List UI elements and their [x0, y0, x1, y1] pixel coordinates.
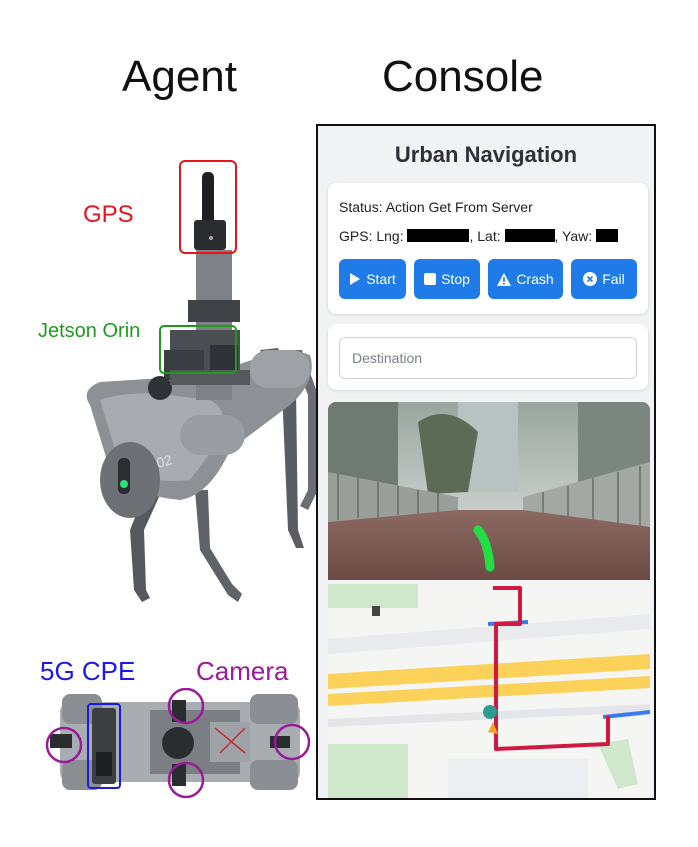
heading-arrow — [602, 710, 650, 719]
jetson-orin-label: Jetson Orin — [38, 320, 141, 342]
status-card: Status: Action Get From Server GPS: Lng:… — [328, 183, 648, 314]
yaw-label: , Yaw: — [554, 228, 593, 244]
gps-prefix: GPS: Lng: — [339, 228, 404, 244]
planned-path-overlay — [473, 525, 495, 572]
camera-highlight-circle — [167, 688, 205, 725]
start-label: Start — [366, 271, 396, 287]
camera-label: Camera — [196, 656, 289, 686]
robot-leg — [290, 350, 318, 510]
5g-cpe-highlight-box — [87, 703, 121, 789]
camera-highlight-circle — [45, 726, 83, 764]
fail-button[interactable]: Fail — [571, 259, 637, 299]
robot-leg-joint — [180, 415, 245, 455]
redacted-latitude — [504, 229, 555, 242]
warning-icon — [497, 272, 512, 286]
gps-highlight-box — [179, 160, 237, 254]
robot-number: 02 — [155, 451, 174, 471]
5g-cpe-label: 5G CPE — [40, 656, 136, 686]
gps-label: GPS — [83, 201, 134, 228]
close-circle-icon — [583, 272, 598, 286]
camera-highlight-circle — [167, 761, 205, 799]
gps-antenna — [202, 172, 214, 227]
map-view — [328, 584, 650, 798]
destination-card — [328, 324, 648, 390]
lat-label: , Lat: — [469, 228, 501, 244]
robot-leg — [195, 490, 242, 602]
camera-feed — [328, 402, 650, 580]
robot-dog-image: 02 — [86, 160, 318, 602]
robot-position-marker — [483, 705, 497, 719]
gps-readout: GPS: Lng: , Lat: , Yaw: — [339, 228, 619, 244]
navigation-route — [493, 586, 610, 751]
start-button[interactable]: Start — [339, 259, 406, 299]
fail-label: Fail — [602, 271, 625, 287]
robot-top-view — [45, 688, 311, 799]
app-title: Urban Navigation — [394, 142, 578, 167]
crash-button[interactable]: Crash — [488, 259, 563, 299]
play-icon — [350, 273, 361, 285]
crash-label: Crash — [516, 271, 554, 287]
stop-label: Stop — [441, 271, 470, 287]
robot-leg-joint — [250, 350, 310, 388]
agent-heading: Agent — [122, 52, 237, 101]
status-led — [120, 480, 128, 488]
stop-button[interactable]: Stop — [414, 259, 480, 299]
redacted-yaw — [596, 229, 619, 242]
jetson-highlight-box — [159, 325, 237, 374]
console-heading: Console — [382, 52, 544, 101]
stop-icon — [424, 273, 437, 285]
status-text: Status: Action Get From Server — [339, 199, 533, 215]
camera-highlight-circle — [273, 723, 311, 761]
destination-input[interactable] — [339, 337, 637, 379]
console-phone-panel: Urban Navigation Status: Action Get From… — [316, 124, 656, 800]
redacted-longitude — [407, 229, 470, 242]
